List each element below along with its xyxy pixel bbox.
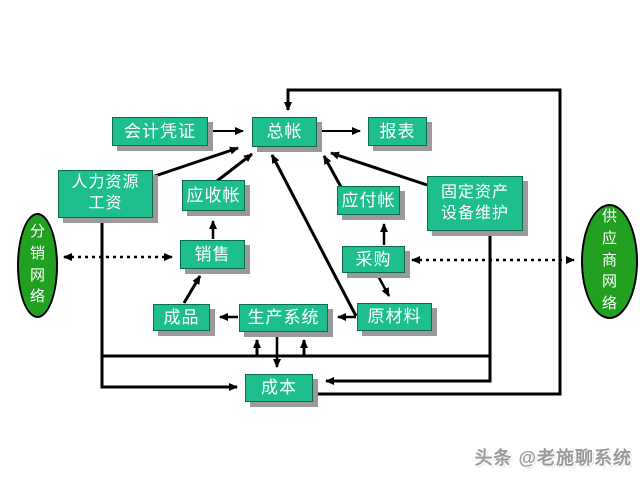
node-label: 成品 bbox=[163, 307, 200, 327]
edge-purch-to-rawmat bbox=[375, 273, 391, 297]
node-raw-materials: 原材料 bbox=[357, 303, 432, 331]
watermark-text: 头条 @老施聊系统 bbox=[474, 448, 632, 468]
edge-fa-to-cost bbox=[325, 231, 492, 385]
node-label: 供应商网络 bbox=[601, 209, 617, 313]
node-label: 原材料 bbox=[367, 307, 422, 327]
node-production-system: 生产系统 bbox=[239, 304, 328, 332]
node-reports: 报表 bbox=[368, 117, 427, 146]
node-label: 应付帐 bbox=[341, 190, 396, 210]
node-accounting-voucher: 会计凭证 bbox=[112, 117, 208, 146]
node-label: 应收帐 bbox=[186, 185, 241, 205]
edge-rawmat-to-gl bbox=[270, 154, 358, 317]
node-label: 人力资源 工资 bbox=[71, 174, 140, 212]
node-label: 总帐 bbox=[266, 122, 303, 142]
node-label: 成本 bbox=[261, 378, 297, 398]
node-supplier-network: 供应商网络 bbox=[581, 204, 638, 319]
node-label: 会计凭证 bbox=[124, 121, 196, 141]
node-accounts-payable: 应付帐 bbox=[337, 186, 400, 215]
node-label: 固定资产 设备维护 bbox=[440, 183, 509, 222]
edge-cost-to-gl-loop bbox=[284, 88, 562, 396]
edge-hr-to-cost bbox=[100, 218, 238, 391]
node-general-ledger: 总帐 bbox=[252, 117, 317, 147]
edge-fa-to-gl bbox=[330, 151, 428, 187]
edge-ar-to-gl bbox=[216, 152, 253, 183]
node-label: 报表 bbox=[379, 121, 416, 141]
node-purchasing: 采购 bbox=[342, 246, 405, 273]
node-label: 销售 bbox=[194, 244, 231, 264]
node-fixed-assets-maintenance: 固定资产 设备维护 bbox=[427, 176, 523, 231]
node-label: 采购 bbox=[355, 249, 392, 269]
node-sales: 销售 bbox=[180, 240, 245, 269]
edge-fg-to-sales bbox=[182, 275, 202, 304]
edge-hr-to-gl bbox=[151, 146, 239, 179]
node-distribution-network: 分销网络 bbox=[17, 213, 58, 318]
edge-ap-to-gl bbox=[322, 155, 343, 188]
node-label: 分销网络 bbox=[29, 224, 45, 306]
node-accounts-receivable: 应收帐 bbox=[182, 180, 245, 211]
node-label: 生产系统 bbox=[247, 308, 320, 328]
node-hr-payroll: 人力资源 工资 bbox=[58, 170, 153, 218]
node-cost: 成本 bbox=[245, 374, 313, 402]
node-finished-goods: 成品 bbox=[153, 304, 210, 331]
